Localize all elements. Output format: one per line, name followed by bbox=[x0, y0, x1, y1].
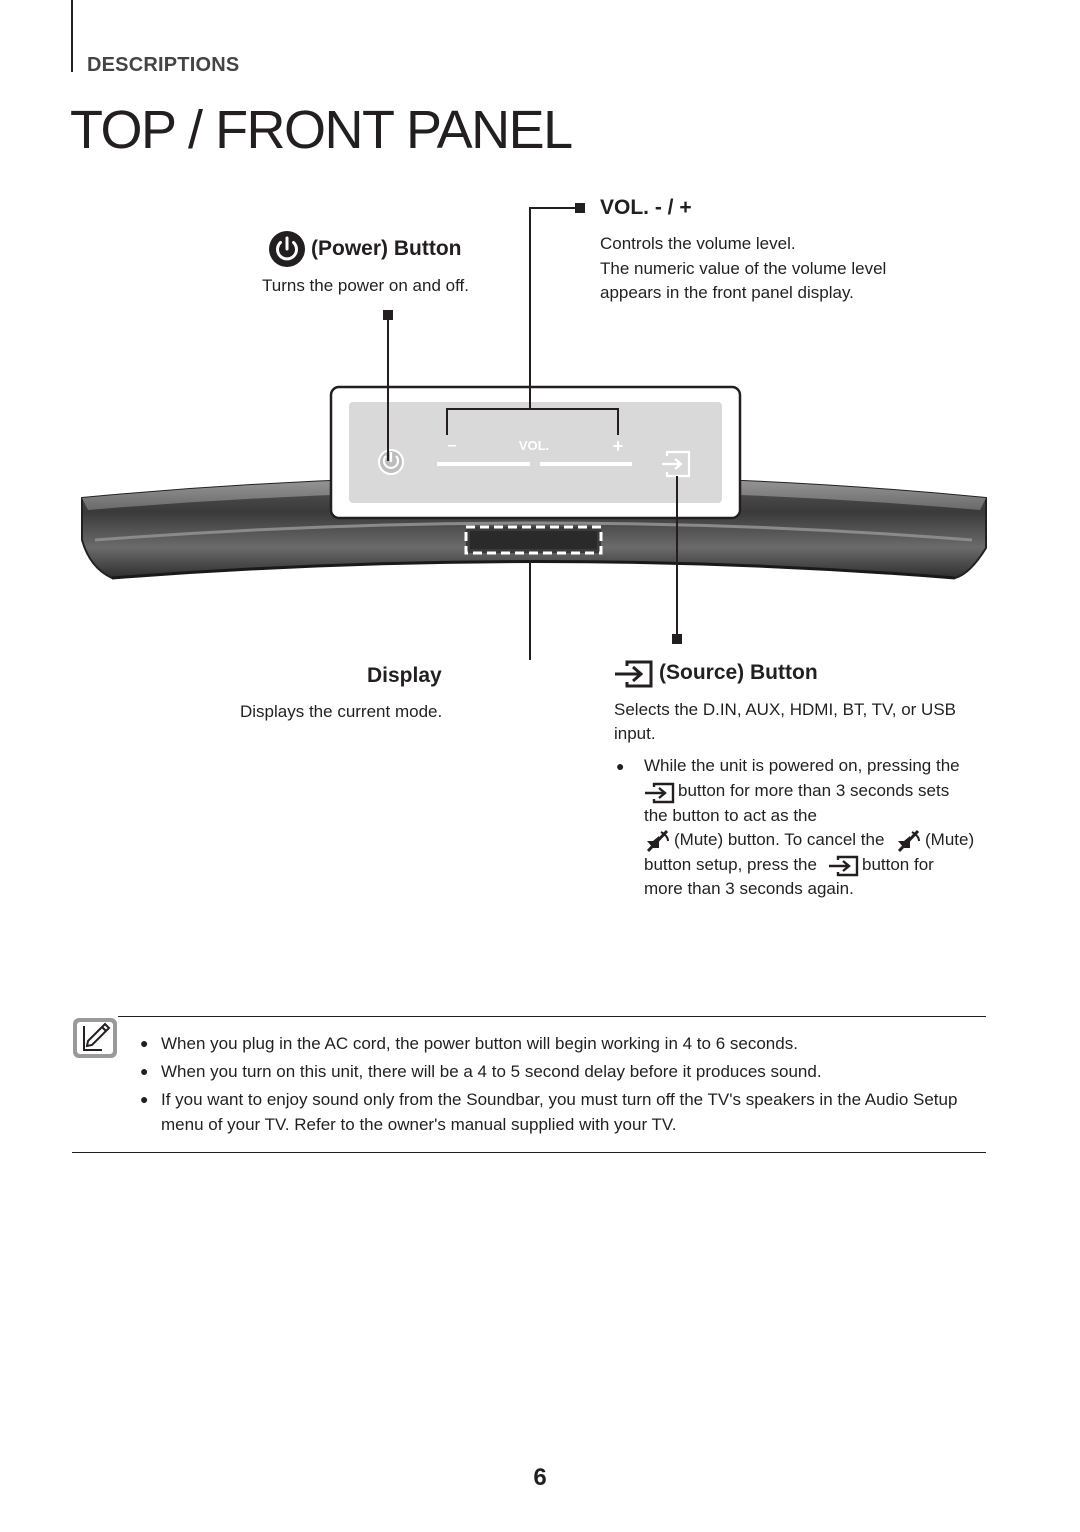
note-item: ● If you want to enjoy sound only from t… bbox=[140, 1087, 990, 1139]
note-pencil-icon bbox=[73, 1018, 117, 1058]
display-description: Displays the current mode. bbox=[240, 702, 443, 721]
source-bullet: ● While the unit is powered on, pressing… bbox=[614, 754, 994, 904]
notes-top-rule bbox=[118, 1016, 986, 1017]
display-title: Display bbox=[367, 664, 442, 687]
bullet-dot: ● bbox=[616, 758, 625, 774]
control-panel-surface bbox=[349, 402, 722, 503]
bullet-dot: ● bbox=[140, 1063, 149, 1079]
panel-plus-label: + bbox=[613, 436, 624, 456]
power-icon bbox=[269, 231, 305, 267]
source-bullet-line1: While the unit is powered on, pressing t… bbox=[644, 756, 960, 775]
note-item: ● When you plug in the AC cord, the powe… bbox=[140, 1031, 990, 1057]
page-number: 6 bbox=[533, 1464, 547, 1491]
source-bullet-line3: the button to act as the bbox=[644, 806, 817, 825]
source-title: (Source) Button bbox=[659, 661, 818, 684]
mute-icon bbox=[646, 829, 669, 853]
mute-icon bbox=[897, 829, 920, 853]
note-text: When you plug in the AC cord, the power … bbox=[161, 1034, 798, 1053]
note-text: When you turn on this unit, there will b… bbox=[161, 1062, 822, 1081]
note-text-line2: menu of your TV. Refer to the owner's ma… bbox=[161, 1115, 677, 1134]
source-icon-inline bbox=[829, 855, 859, 877]
panel-vol-label: VOL. bbox=[519, 438, 549, 453]
source-icon-inline bbox=[645, 782, 675, 804]
page-title: TOP / FRONT PANEL bbox=[70, 100, 573, 160]
section-label: DESCRIPTIONS bbox=[87, 54, 240, 76]
section-divider bbox=[71, 0, 73, 72]
panel-source-button bbox=[662, 450, 691, 478]
bullet-dot: ● bbox=[140, 1035, 149, 1051]
note-item: ● When you turn on this unit, there will… bbox=[140, 1059, 990, 1085]
panel-minus-label: – bbox=[448, 437, 457, 454]
source-bullet-line5b: button for bbox=[862, 855, 934, 874]
bullet-dot: ● bbox=[140, 1091, 149, 1107]
source-description-2: input. bbox=[614, 724, 656, 743]
source-bullet-line2: button for more than 3 seconds sets bbox=[678, 781, 950, 800]
note-text-line1: If you want to enjoy sound only from the… bbox=[161, 1090, 958, 1109]
source-bullet-line4a: (Mute) button. To cancel the bbox=[674, 830, 885, 849]
volume-description-2: The numeric value of the volume level bbox=[600, 259, 887, 278]
soundbar-illustration: VOL. – + bbox=[81, 203, 987, 660]
source-bullet-line4b: (Mute) bbox=[925, 830, 975, 849]
volume-description-3: appears in the front panel display. bbox=[600, 283, 854, 302]
power-title: (Power) Button bbox=[311, 237, 462, 260]
source-bullet-line5a: button setup, press the bbox=[644, 855, 817, 874]
source-description-1: Selects the D.IN, AUX, HDMI, BT, TV, or … bbox=[614, 700, 957, 719]
volume-description-1: Controls the volume level. bbox=[600, 234, 796, 253]
volume-title: VOL. - / + bbox=[600, 196, 692, 219]
notes-bottom-rule bbox=[72, 1152, 986, 1153]
source-bullet-line6: more than 3 seconds again. bbox=[644, 879, 854, 898]
source-icon bbox=[615, 660, 653, 688]
power-description: Turns the power on and off. bbox=[262, 276, 469, 295]
